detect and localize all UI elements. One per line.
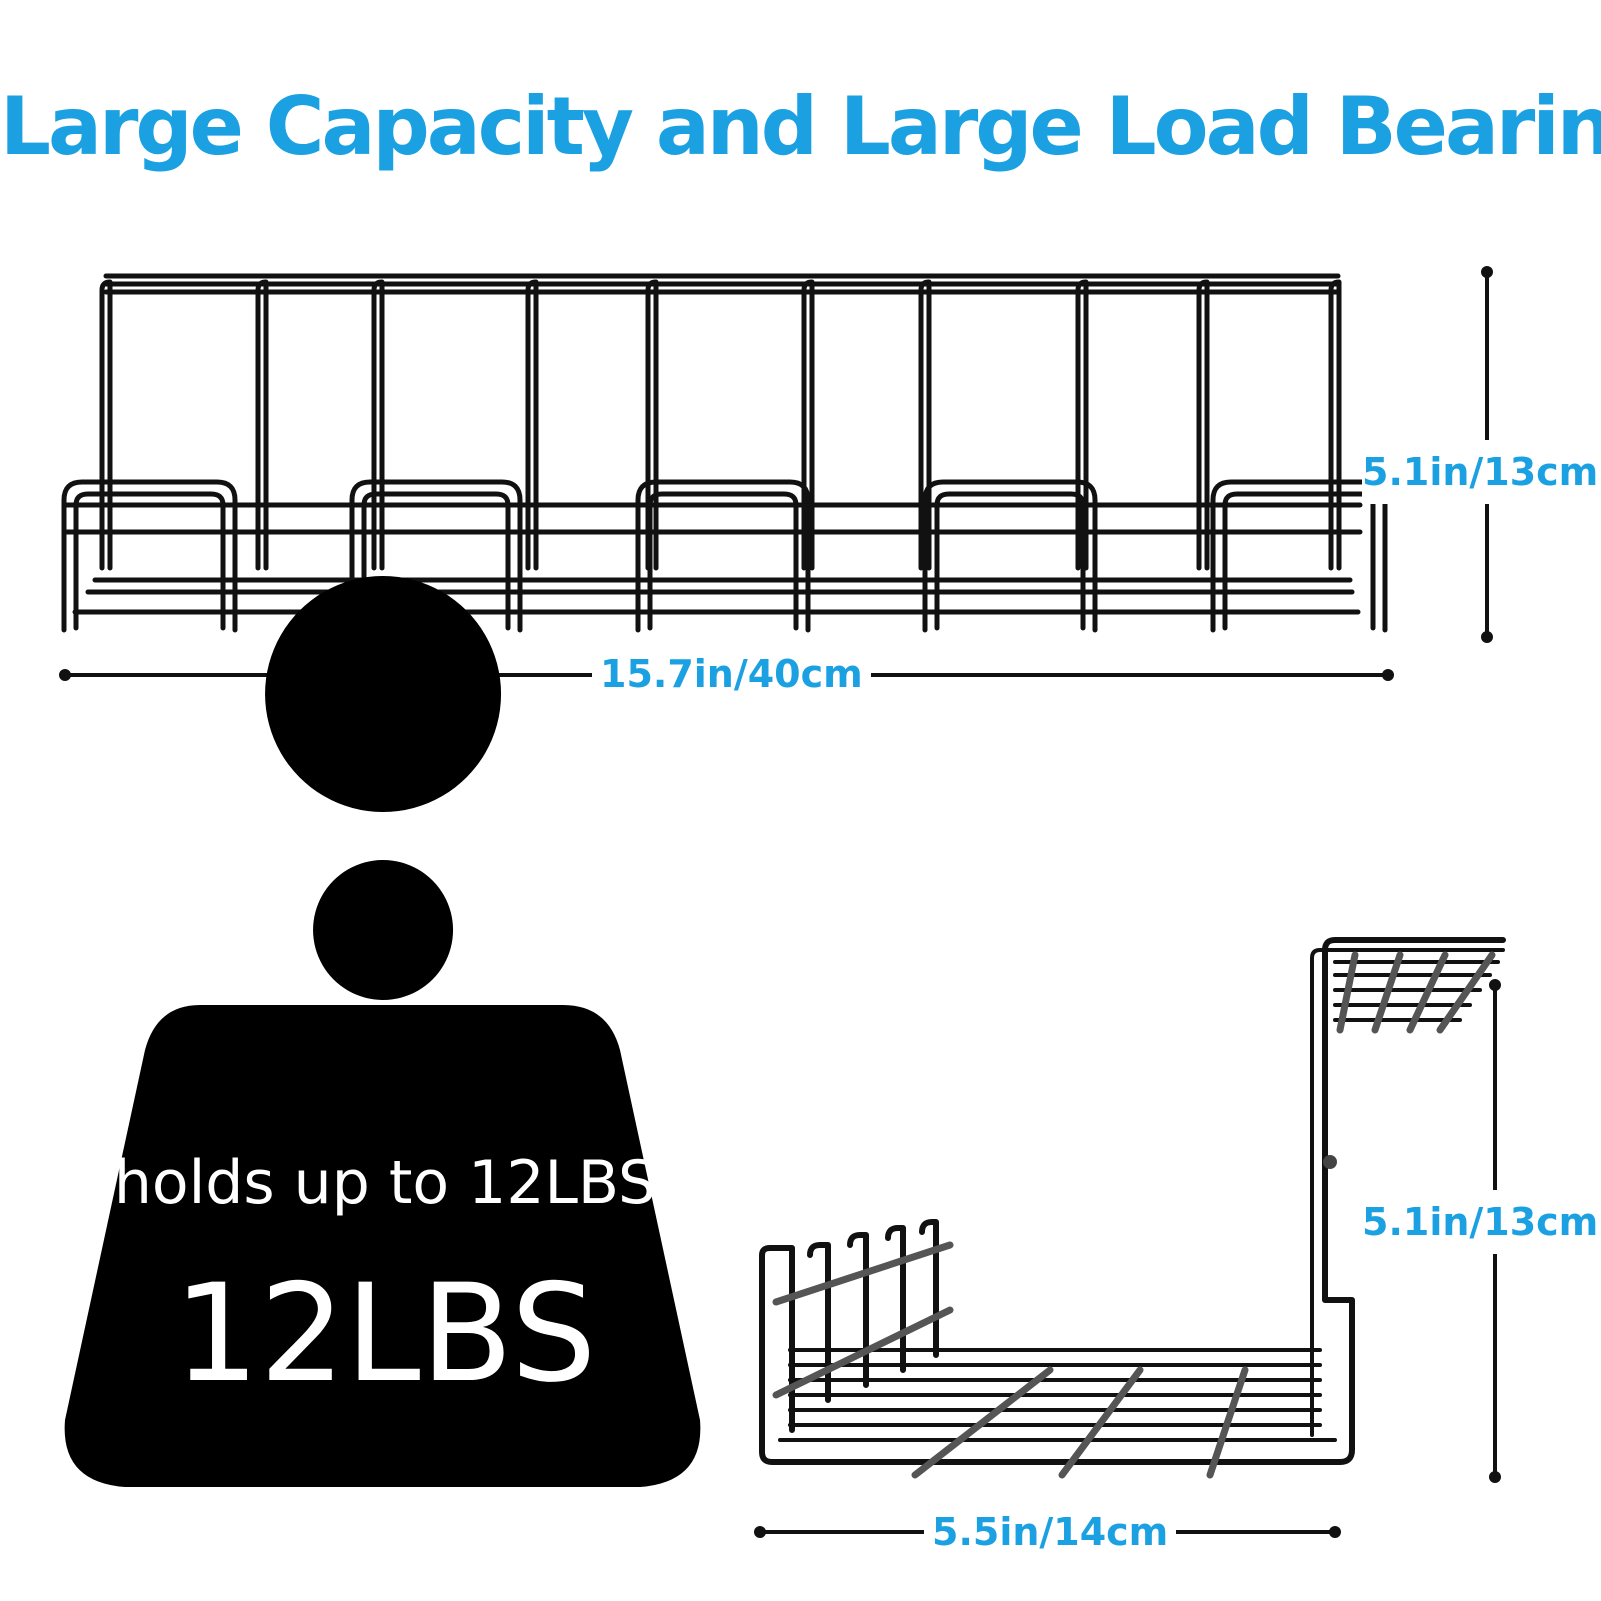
rack-post [1328, 279, 1342, 571]
rack-loop [61, 479, 238, 633]
top-width-label: 15.7in/40cm [592, 652, 871, 696]
rack-post [918, 279, 932, 571]
rack-loop [349, 479, 523, 633]
page-title: Large Capacity and Large Load Bearing [0, 80, 1601, 173]
rack-post [99, 279, 113, 571]
cable-tray-front-view [61, 273, 1388, 633]
rack-post [801, 279, 815, 571]
cable-tray-side-view [759, 937, 1506, 1479]
rack-loop-inner [934, 491, 1086, 631]
rack-post [1196, 279, 1210, 571]
weight-icon [64, 576, 701, 1487]
rack-loop-inner [361, 491, 511, 631]
side-height-label: 5.1in/13cm [1362, 1190, 1599, 1254]
rack-post [525, 279, 539, 571]
rack-post [1075, 279, 1089, 571]
rack-loop-inner [73, 491, 226, 631]
weight-caption: holds up to 12LBS [113, 1148, 657, 1218]
rack-loop-inner [647, 491, 799, 631]
side-width-label: 5.5in/14cm [924, 1510, 1177, 1554]
weight-value: 12LBS [173, 1255, 597, 1412]
rack-post [255, 279, 269, 571]
top-height-label: 5.1in/13cm [1362, 440, 1599, 504]
rack-post [371, 279, 385, 571]
rack-loop [922, 479, 1098, 633]
rack-post [645, 279, 659, 571]
rack-loop [635, 479, 811, 633]
rack-loop-inner [1222, 491, 1376, 631]
